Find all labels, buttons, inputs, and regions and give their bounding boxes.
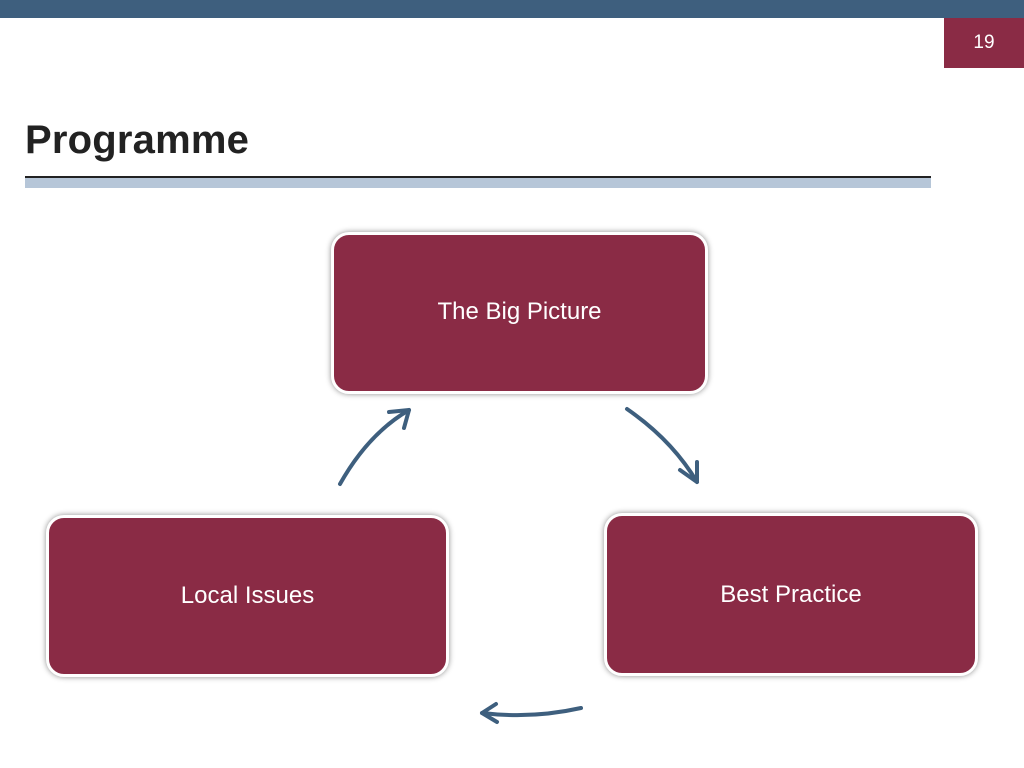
arrow-local-issues-to-big-picture bbox=[338, 408, 411, 486]
cycle-node-big-picture: The Big Picture bbox=[331, 232, 708, 394]
arrow-big-picture-to-best-practice bbox=[625, 407, 699, 484]
top-accent-bar bbox=[0, 0, 1024, 18]
cycle-node-best-practice: Best Practice bbox=[604, 513, 978, 676]
slide-title: Programme bbox=[25, 118, 250, 162]
cycle-node-label: The Big Picture bbox=[437, 298, 602, 325]
title-underline-dark bbox=[25, 176, 931, 178]
arrow-best-practice-to-local-issues bbox=[480, 702, 583, 724]
page-number-badge: 19 bbox=[944, 18, 1024, 68]
cycle-node-local-issues: Local Issues bbox=[46, 515, 449, 677]
page-number: 19 bbox=[973, 32, 995, 53]
cycle-node-label: Best Practice bbox=[720, 580, 862, 608]
title-underline-light bbox=[25, 178, 931, 188]
cycle-node-label: Local Issues bbox=[180, 582, 315, 609]
